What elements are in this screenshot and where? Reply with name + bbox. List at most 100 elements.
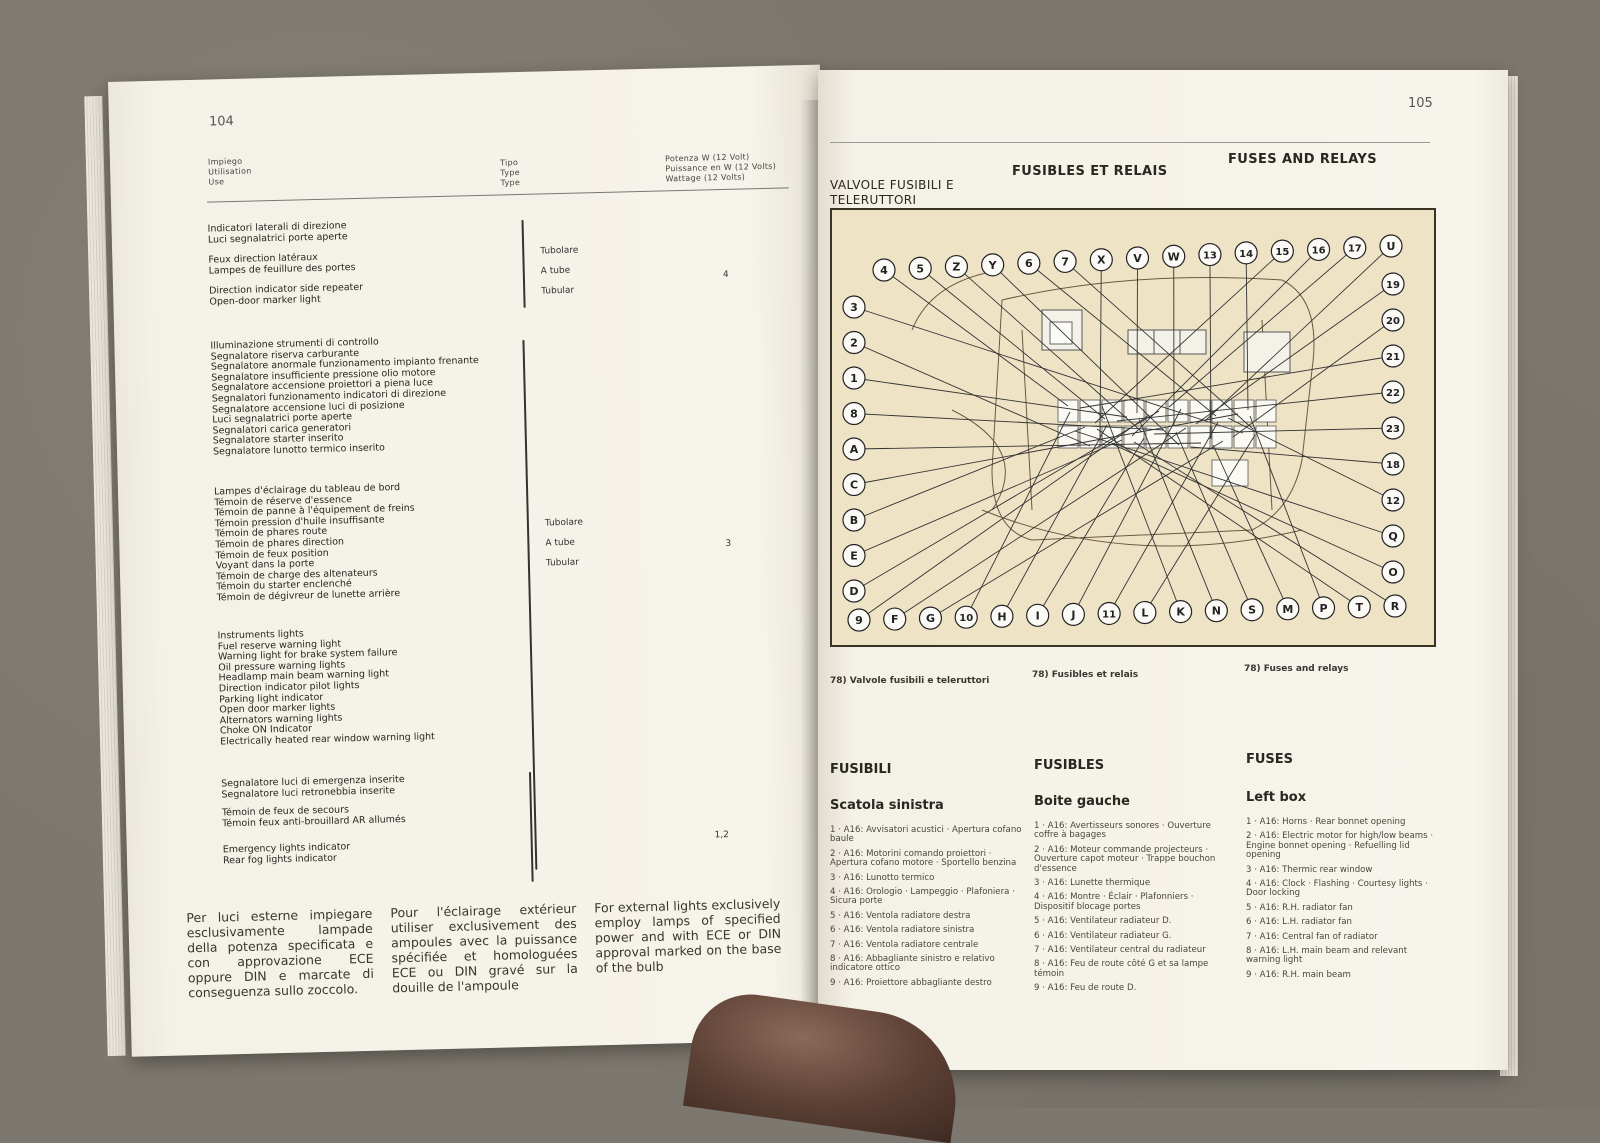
callout-label: 20 [1386,316,1400,327]
fuse-cell [1212,426,1232,448]
fuse-item: 9 · A16: R.H. main beam [1246,971,1441,980]
callout-label: D [849,585,858,598]
callout-label: W [1168,250,1180,263]
note-italian: Per luci esterne impiegare esclusivament… [186,906,374,1001]
left-box-heading-english: Left box [1246,790,1306,805]
fuse-item: 3 · A16: Thermic rear window [1246,866,1441,875]
caption-english: 78) Fuses and relays [1244,664,1349,674]
leader-line [1213,445,1288,609]
brace [521,220,525,308]
fuse-item: 3 · A16: Lunotto termico [830,874,1025,883]
callout-label: V [1133,252,1142,265]
header-rule [207,187,789,202]
title-english: FUSES AND RELAYS [1228,152,1377,167]
callout-label: 10 [959,613,973,624]
callout-label: I [1036,609,1040,622]
power-value-2: 3 [725,539,731,549]
relay-block-center [1128,330,1206,354]
left-box-heading-french: Boite gauche [1034,794,1130,809]
callout-label: J [1070,608,1075,621]
use-group-warning-it: Illuminazione strumenti di controllo Seg… [210,335,481,458]
leader-line [1206,246,1391,420]
leader-line [1145,435,1255,613]
callout-label: 16 [1312,245,1326,256]
title-italian: VALVOLE FUSIBILI E TELERUTTORI [830,178,970,208]
header-power: Potenza W (12 Volt) Puissance en W (12 V… [665,152,777,185]
use-group-emergency: Segnalatore luci di emergenza inserite S… [221,775,407,867]
callout-label: 4 [880,264,888,277]
leader-line [1169,248,1355,407]
fuse-item: 5 · A16: R.H. radiator fan [1246,904,1441,913]
leader-line [930,441,1223,618]
fuse-item: 9 · A16: Proiettore abbagliante destro [830,979,1025,988]
fuse-cell [1058,400,1078,422]
type-value: Tubolare [540,241,579,262]
left-page-number: 104 [209,114,234,130]
callout-label: S [1248,604,1256,617]
leader-line [1097,429,1359,607]
callout-label: 11 [1102,609,1116,620]
fuse-item: 6 · A16: Ventola radiatore sinistra [830,926,1025,935]
callout-label: 19 [1386,280,1400,291]
leader-line [1109,422,1218,613]
callout-label: G [926,612,935,625]
power-value-3: 1,2 [714,830,729,840]
callout-label: E [850,550,858,563]
callout-label: 9 [855,614,863,627]
leader-line [895,428,1186,619]
header-use-en: Use [208,177,252,188]
fuses-heading-french: FUSIBLES [1034,758,1104,773]
type-set-2: Tubolare A tube Tubular [545,513,585,574]
callout-label: 3 [850,301,858,314]
fuse-item: 8 · A16: Feu de route côté G et sa lampe… [1034,960,1229,979]
fuse-item: 7 · A16: Ventola radiatore centrale [830,941,1025,950]
use-line: Open-door marker light [209,294,363,308]
fuse-list-italian: 1 · A16: Avvisatori acustici · Apertura … [830,826,1025,993]
right-page-number: 105 [1408,96,1433,111]
callout-label: P [1320,602,1328,615]
fuse-item: 4 · A16: Clock · Flashing · Courtesy lig… [1246,880,1441,899]
fuse-item: 1 · A16: Avvisatori acustici · Apertura … [830,826,1025,845]
fuse-item: 2 · A16: Electric motor for high/low bea… [1246,832,1441,860]
leader-line [1246,253,1248,410]
callout-label: 2 [850,337,858,350]
type-value: A tube [545,533,584,554]
fuses-heading-italian: FUSIBILI [830,762,892,777]
caption-italian: 78) Valvole fusibili e teleruttori [830,676,989,686]
power-value-1: 4 [723,270,729,280]
header-use: Impiego Utilisation Use [208,157,252,188]
callout-label: 14 [1239,249,1253,260]
title-rule [830,142,1430,143]
fuse-item: 5 · A16: Ventilateur radiateur D. [1034,917,1229,926]
callout-label: R [1391,600,1400,613]
callout-label: Q [1388,530,1397,543]
fuse-item: 4 · A16: Montre · Éclair · Plafonniers ·… [1034,893,1229,912]
leader-line [854,378,1127,417]
callout-label: 1 [850,372,858,385]
leader-line [854,414,1238,485]
fuse-cell [1190,426,1210,448]
leader-line [854,343,1090,447]
header-type: Tipo Type Type [500,158,520,188]
use-line: Rear fog lights indicator [223,852,407,867]
note-french: Pour l'éclairage extérieur utiliser excl… [390,901,578,996]
fuse-item: 4 · A16: Orologio · Lampeggio · Plafonie… [830,888,1025,907]
callout-label: 18 [1386,460,1400,471]
type-value: Tubular [546,553,585,574]
callout-label: 17 [1348,244,1362,255]
fuse-item: 2 · A16: Motorini comando proiettori · A… [830,850,1025,869]
fuse-item: 7 · A16: Ventilateur central du radiateu… [1034,946,1229,955]
header-type-fr: Type [500,168,520,178]
callout-label: 6 [1025,257,1033,270]
fuse-item: 2 · A16: Moteur commande projecteurs · O… [1034,846,1229,874]
callout-label: 5 [916,262,924,275]
callout-label: C [850,479,858,492]
use-group-warning-en: Instruments lights Fuel reserve warning … [217,626,435,748]
fuse-item: 6 · A16: Ventilateur radiateur G. [1034,932,1229,941]
callout-label: F [891,613,899,626]
leader-line [1038,438,1144,615]
callout-label: 7 [1061,255,1069,268]
callout-label: 21 [1386,352,1400,363]
